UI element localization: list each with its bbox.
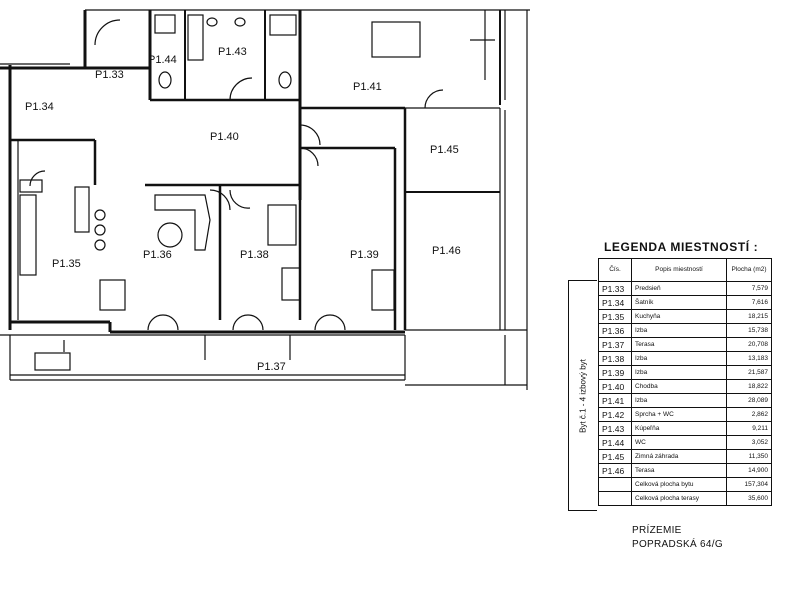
room-label-p144: P1.44 [148, 54, 177, 66]
room-desc: Izba [631, 351, 727, 366]
total-area: 157,304 [726, 477, 772, 492]
room-desc: Kúpeľňa [631, 421, 727, 436]
total-area: 35,600 [726, 491, 772, 506]
room-label-p140: P1.40 [210, 131, 239, 143]
room-label-p136: P1.36 [143, 249, 172, 261]
room-desc: Predsieň [631, 281, 727, 296]
building-address: POPRADSKÁ 64/G [632, 539, 723, 550]
legend-header-row: Čís. Popis miestností Plocha (m2) [598, 258, 772, 282]
room-area: 3,052 [726, 435, 772, 450]
total-blank [598, 477, 632, 492]
room-area: 15,738 [726, 323, 772, 338]
room-code: P1.44 [598, 435, 632, 450]
total-desc: Celková plocha terasy [631, 491, 727, 506]
room-label-p139: P1.39 [350, 249, 379, 261]
room-label-p137: P1.37 [257, 361, 286, 373]
room-area: 14,900 [726, 463, 772, 478]
room-desc: Izba [631, 393, 727, 408]
room-code: P1.39 [598, 365, 632, 380]
room-label-p138: P1.38 [240, 249, 269, 261]
room-desc: Izba [631, 323, 727, 338]
room-code: P1.45 [598, 449, 632, 464]
room-desc: Terasa [631, 337, 727, 352]
room-code: P1.36 [598, 323, 632, 338]
legend-title: LEGENDA MIESTNOSTÍ : [604, 240, 759, 254]
legend-header-desc: Popis miestností [631, 258, 727, 282]
legend-header-code: Čís. [598, 258, 632, 282]
room-label-p143: P1.43 [218, 46, 247, 58]
legend-header-area: Plocha (m2) [726, 258, 772, 282]
room-area: 2,862 [726, 407, 772, 422]
room-area: 9,211 [726, 421, 772, 436]
floor-plan: P1.33 P1.34 P1.44 P1.43 P1.41 P1.40 P1.4… [0, 9, 530, 390]
room-label-p146: P1.46 [432, 245, 461, 257]
room-label-p141: P1.41 [353, 81, 382, 93]
room-desc: Kuchyňa [631, 309, 727, 324]
floor-name: PRÍZEMIE [632, 525, 682, 536]
room-desc: WC [631, 435, 727, 450]
room-code: P1.37 [598, 337, 632, 352]
room-desc: Izba [631, 365, 727, 380]
apartment-side-label: Byt č.1 - 4 izbový byt [578, 358, 588, 433]
room-area: 28,089 [726, 393, 772, 408]
total-blank [598, 491, 632, 506]
room-label-p135: P1.35 [52, 258, 81, 270]
room-code: P1.43 [598, 421, 632, 436]
room-area: 18,215 [726, 309, 772, 324]
room-code: P1.35 [598, 309, 632, 324]
room-desc: Šatník [631, 295, 727, 310]
room-area: 11,350 [726, 449, 772, 464]
room-code: P1.42 [598, 407, 632, 422]
room-code: P1.33 [598, 281, 632, 296]
room-area: 7,579 [726, 281, 772, 296]
room-desc: Sprcha + WC [631, 407, 727, 422]
room-code: P1.41 [598, 393, 632, 408]
room-area: 7,616 [726, 295, 772, 310]
room-label-p145: P1.45 [430, 144, 459, 156]
room-label-p133: P1.33 [95, 69, 124, 81]
total-desc: Celková plocha bytu [631, 477, 727, 492]
room-code: P1.38 [598, 351, 632, 366]
room-code: P1.40 [598, 379, 632, 394]
room-area: 21,587 [726, 365, 772, 380]
room-desc: Terasa [631, 463, 727, 478]
room-code: P1.46 [598, 463, 632, 478]
room-desc: Chodba [631, 379, 727, 394]
room-label-p134: P1.34 [25, 101, 54, 113]
room-desc: Zimná záhrada [631, 449, 727, 464]
room-area: 20,708 [726, 337, 772, 352]
room-code: P1.34 [598, 295, 632, 310]
apartment-side-box: Byt č.1 - 4 izbový byt [568, 280, 597, 511]
room-area: 18,822 [726, 379, 772, 394]
room-area: 13,183 [726, 351, 772, 366]
